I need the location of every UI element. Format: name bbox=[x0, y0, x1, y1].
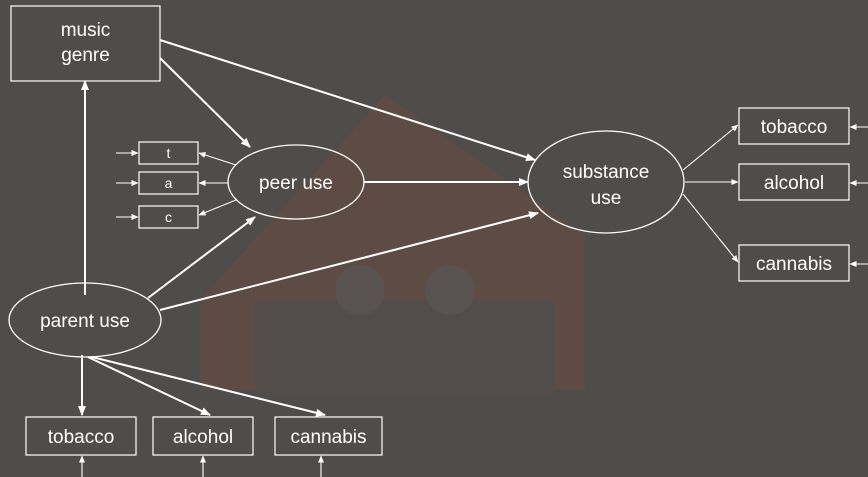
indicator-t-label: t bbox=[167, 145, 171, 161]
parent-indicator-tobacco: tobacco bbox=[25, 416, 137, 456]
substance-alcohol-label: alcohol bbox=[764, 173, 824, 194]
parent-use-node: parent use bbox=[8, 282, 162, 358]
arrow-parent-to-substance bbox=[159, 211, 539, 311]
arrow-parent-to-alcohol bbox=[87, 356, 211, 416]
parent-indicator-cannabis: cannabis bbox=[274, 416, 383, 456]
substance-use-label-line1: substance bbox=[563, 162, 650, 183]
substance-tobacco-label: tobacco bbox=[761, 117, 828, 138]
parent-cannabis-label: cannabis bbox=[290, 427, 366, 448]
peer-indicator-a: a bbox=[138, 171, 199, 195]
peer-use-label: peer use bbox=[259, 173, 333, 194]
peer-indicator-c: c bbox=[138, 205, 199, 229]
parent-alcohol-label: alcohol bbox=[173, 427, 233, 448]
peer-use-node: peer use bbox=[227, 144, 365, 220]
substance-cannabis-label: cannabis bbox=[756, 254, 832, 275]
arrow-peer-to-t bbox=[198, 152, 237, 166]
substance-use-label-line2: use bbox=[591, 188, 622, 209]
substance-indicator-tobacco: tobacco bbox=[738, 107, 850, 145]
music-genre-label-line2: genre bbox=[61, 45, 110, 66]
arrow-music-to-substance bbox=[159, 39, 536, 162]
arrow-parent-to-cannabis bbox=[91, 356, 326, 417]
music-genre-label-line1: music bbox=[61, 20, 111, 41]
parent-tobacco-label: tobacco bbox=[48, 427, 115, 448]
substance-indicator-alcohol: alcohol bbox=[738, 163, 850, 201]
music-genre-node: music genre bbox=[10, 5, 161, 82]
parent-use-label: parent use bbox=[40, 311, 130, 332]
arrows bbox=[78, 39, 868, 477]
substance-use-node: substance use bbox=[527, 130, 685, 234]
arrow-substance-to-cannabis bbox=[682, 193, 739, 263]
razor-blade-house-icon bbox=[200, 95, 585, 395]
arrow-music-to-peer bbox=[159, 57, 251, 148]
indicator-c-label: c bbox=[165, 209, 172, 225]
indicator-a-label: a bbox=[165, 175, 173, 191]
arrow-parent-to-peer bbox=[147, 216, 256, 299]
arrow-peer-to-c bbox=[198, 199, 237, 216]
arrow-substance-to-tobacco bbox=[682, 124, 739, 171]
peer-indicator-t: t bbox=[138, 141, 199, 165]
substance-indicator-cannabis: cannabis bbox=[738, 244, 850, 282]
parent-indicator-alcohol: alcohol bbox=[152, 416, 254, 456]
